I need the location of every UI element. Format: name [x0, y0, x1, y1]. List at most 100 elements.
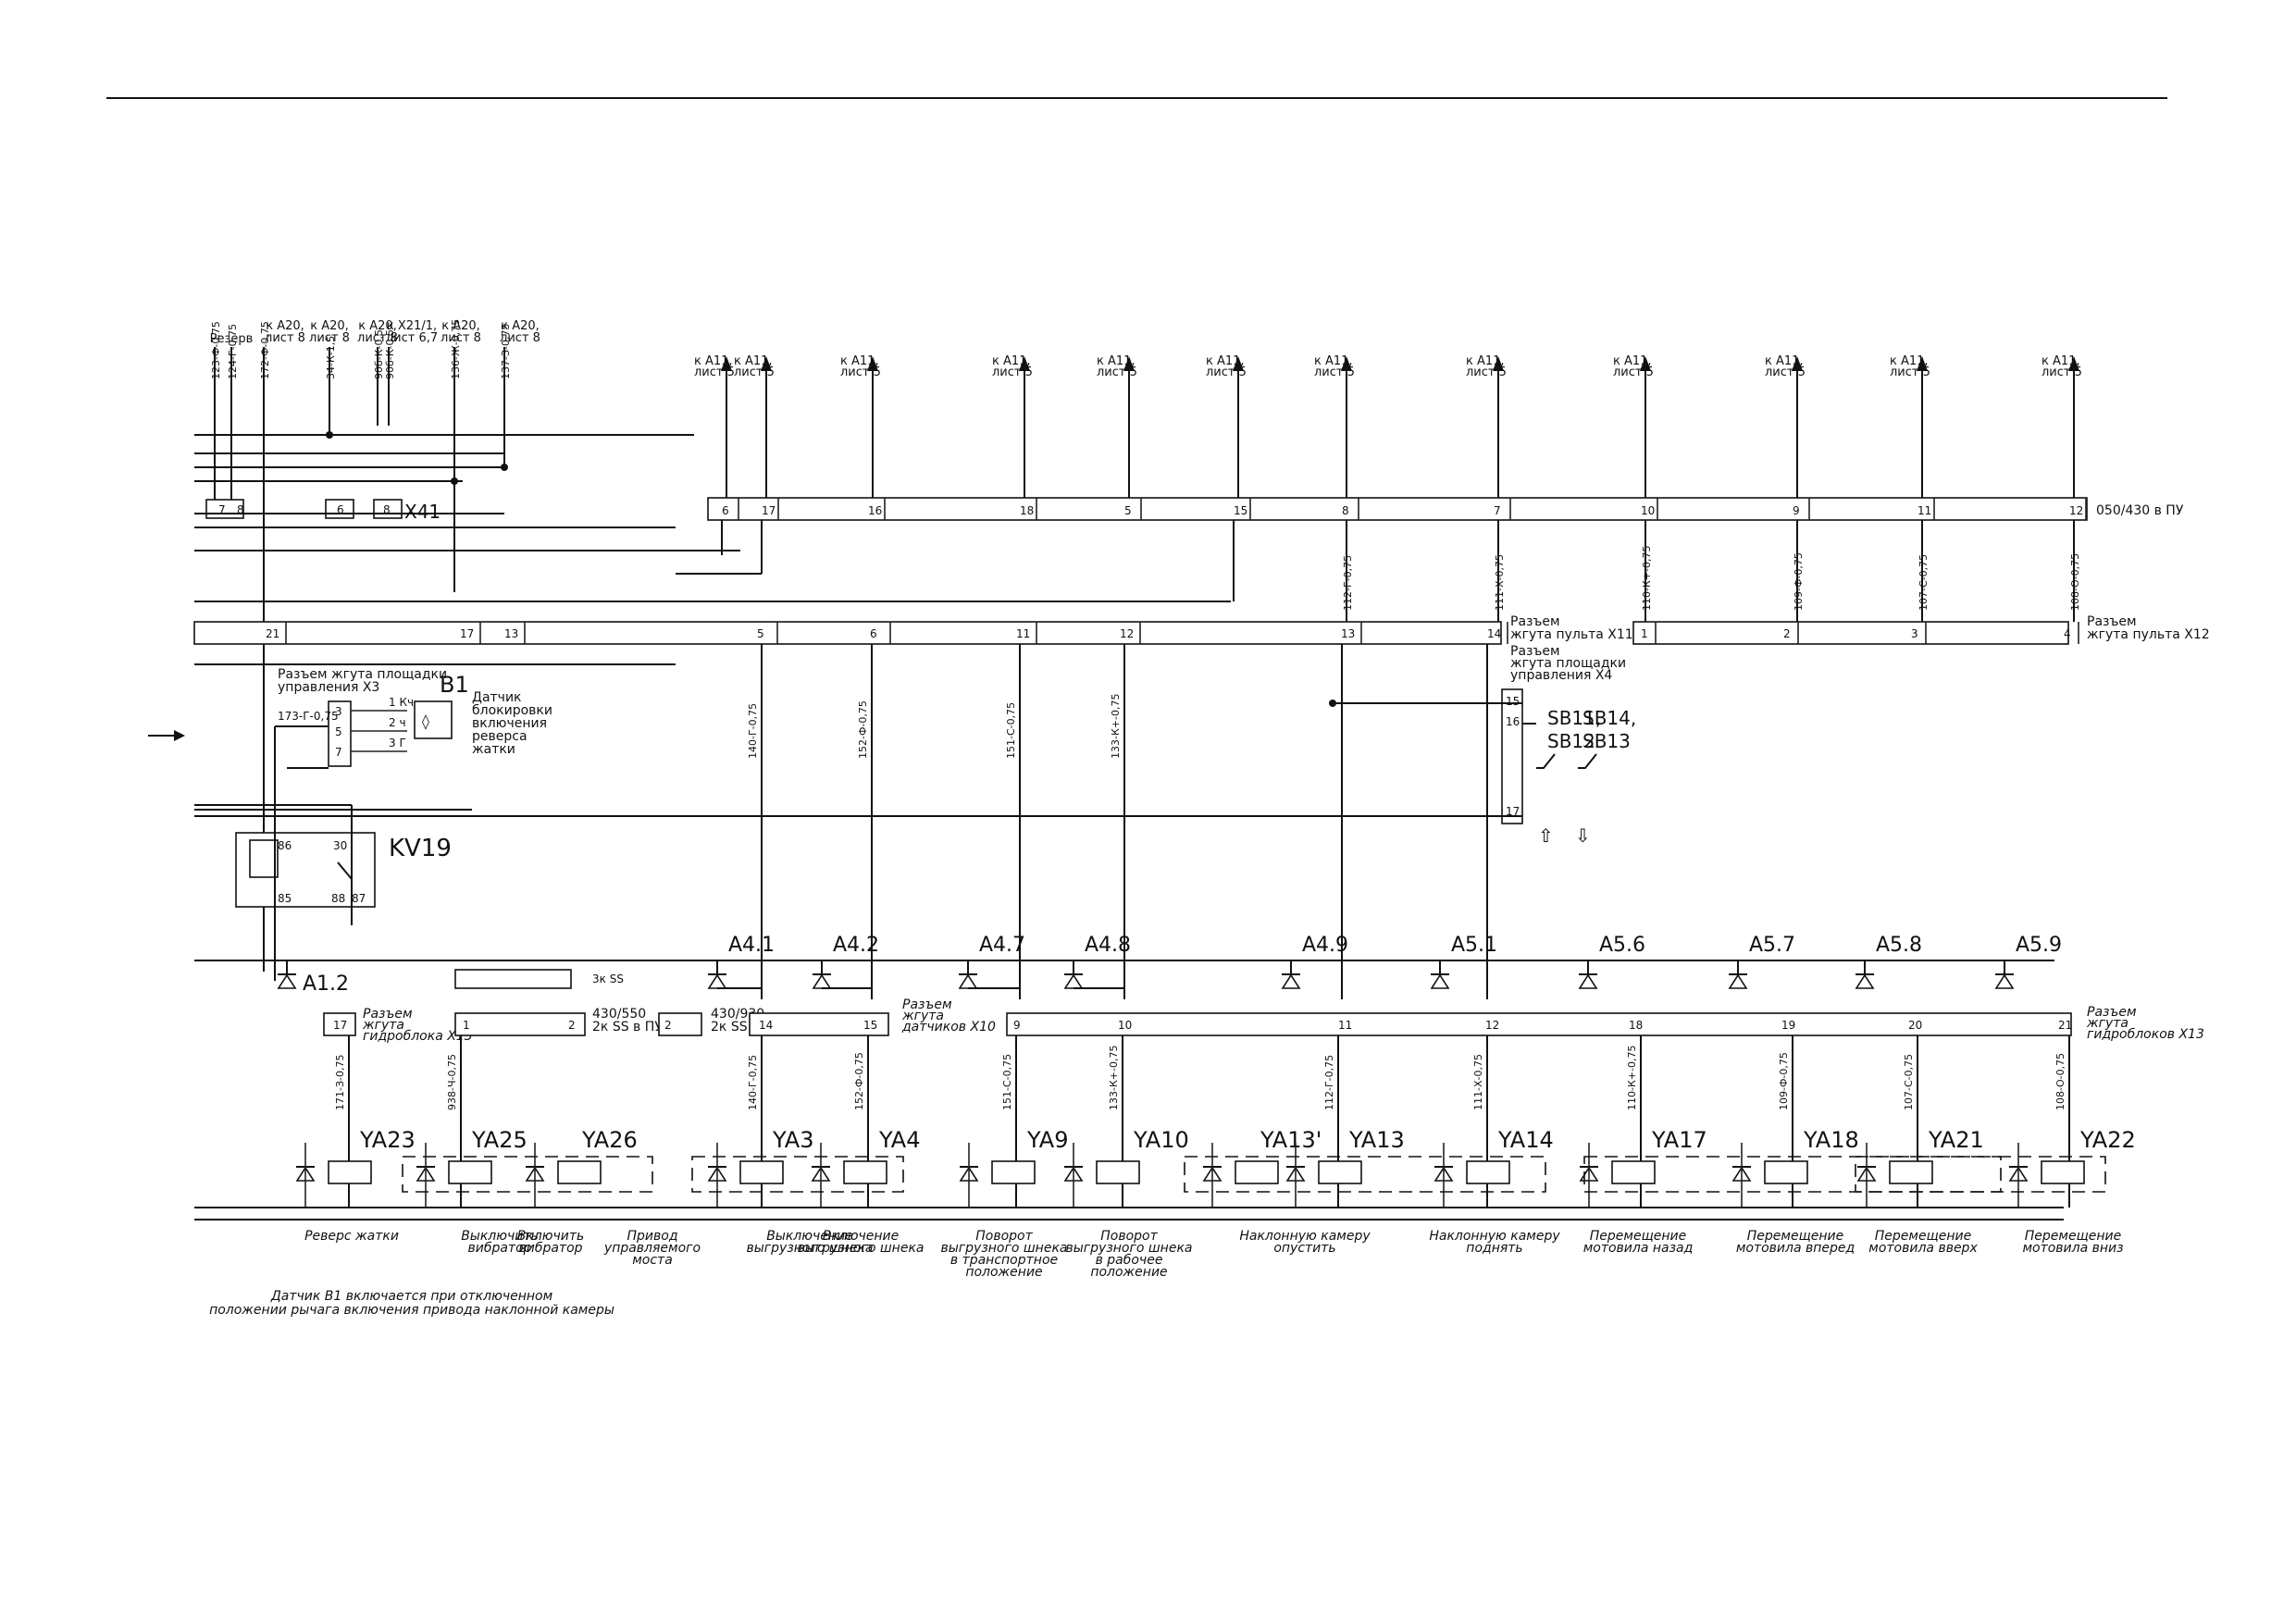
c050-connector: [707, 497, 2088, 521]
bottom-wire-label: 107-С-0,75: [1903, 1054, 1915, 1110]
bottom-wire-label: 110-К+-0,75: [1626, 1046, 1638, 1110]
sensor-symbol: ◊: [422, 712, 429, 730]
x12-pin: 4: [2064, 627, 2071, 640]
valve-caption: мотовила назад: [1583, 1241, 1694, 1256]
a11-label: лист 5: [1890, 365, 1930, 379]
module-label: А4.9: [1302, 934, 1348, 957]
x41-pin: 7: [218, 503, 226, 516]
valve-caption: вибратор: [467, 1241, 531, 1256]
valve-caption: Поворот: [1100, 1229, 1158, 1244]
x13-pin: 9: [1013, 1019, 1021, 1032]
x13-pin: 19: [1781, 1019, 1795, 1032]
valve-label: YA10: [1133, 1127, 1189, 1153]
valve-caption: мотовила вверх: [1868, 1241, 1978, 1256]
x13a-pin: 17: [333, 1019, 347, 1032]
bottom-wire-label: 152-Ф-0,75: [853, 1052, 865, 1110]
switch-symbol: [1578, 753, 1597, 769]
x10-pin: 15: [863, 1019, 877, 1032]
valve-coil: [991, 1160, 1036, 1184]
footnote: положении рычага включения привода накло…: [209, 1303, 614, 1318]
valve-coil: [448, 1160, 492, 1184]
valve-label: YA13: [1348, 1127, 1405, 1153]
a11-arrow-9-head: [1792, 356, 1803, 371]
k3ss-label: 3к SS: [592, 973, 624, 985]
a11-label: лист 5: [694, 365, 735, 379]
relay-pin: 87: [352, 892, 366, 905]
x3-pin: 3: [335, 705, 342, 718]
module-label: А4.8: [1085, 934, 1131, 957]
valve-label: YA13': [1260, 1127, 1322, 1153]
a11-label: лист 5: [2042, 365, 2082, 379]
a11-arrow-3-head: [1019, 356, 1030, 371]
x13a-label: Разъем: [363, 1007, 413, 1022]
sensor-description: включения: [472, 716, 547, 731]
group-label: к А20,: [310, 319, 349, 333]
valve-label: YA14: [1497, 1127, 1554, 1153]
x13-pin: 21: [2058, 1019, 2072, 1032]
valve-caption: Перемещение: [2025, 1229, 2121, 1244]
sensor-description: жатки: [472, 742, 515, 757]
sensor-pin: 2 ч: [389, 716, 406, 729]
x13a-label: жгута: [362, 1018, 404, 1033]
x11-pin: 14: [1487, 627, 1501, 640]
a11-label: к А11,: [1466, 354, 1505, 368]
module-diode: [1994, 973, 2015, 989]
x11-wire-label: 133-К+-0,75: [1110, 694, 1122, 759]
c050-pin: 9: [1793, 504, 1800, 517]
group-label: к А20,: [358, 319, 397, 333]
valve-caption: Перемещение: [1747, 1229, 1843, 1244]
a11-label: к А11,: [694, 354, 733, 368]
footnote: Датчик В1 включается при отключенном: [270, 1289, 553, 1304]
x13-label: гидроблоков Х13: [2087, 1027, 2204, 1042]
valve-caption: опустить: [1273, 1241, 1335, 1256]
bottom-wire-label: 108-О-0,75: [2054, 1053, 2066, 1110]
valve-caption: Перемещение: [1590, 1229, 1686, 1244]
module-diode: [1728, 973, 1748, 989]
top-wire-label: 90б-К-0,5: [384, 329, 396, 379]
valve-coil: [557, 1160, 602, 1184]
valve-caption: выгрузного шнека: [798, 1241, 925, 1256]
relay-pin: 30: [333, 839, 347, 852]
c430b-pin: 2: [664, 1019, 672, 1032]
x4-pin: 17: [1506, 805, 1520, 818]
valve-coil: [739, 1160, 784, 1184]
x4-pin: 16: [1506, 715, 1520, 728]
x13a-connector: [323, 1012, 356, 1036]
arrow-up-icon: ⇧: [1538, 824, 1554, 847]
x12-label: жгута пульта Х12: [2087, 627, 2210, 642]
c430-pin: 1: [463, 1019, 470, 1032]
a11-arrow-4-head: [1123, 356, 1135, 371]
switch-sb13: SB13: [1582, 730, 1631, 752]
a11-label: лист 5: [1097, 365, 1137, 379]
x13-pin: 10: [1118, 1019, 1132, 1032]
x3-label: управления Х3: [278, 680, 379, 695]
a11-arrow-2-head: [867, 356, 878, 371]
sensor-wire-label: 173-Г-0,75: [278, 710, 339, 723]
c050-label: 050/430 в ПУ: [2096, 503, 2184, 518]
group-label: лист 8: [265, 331, 305, 345]
arrow-down-icon: ⇩: [1575, 824, 1591, 847]
a11-label: к А11,: [1206, 354, 1245, 368]
group-label: лист 8: [500, 331, 540, 345]
group-label: к А20,: [441, 319, 480, 333]
sensor-description: реверса: [472, 729, 527, 744]
c050-pin: 8: [1342, 504, 1349, 517]
valve-label: YA3: [772, 1127, 813, 1153]
x3-pin: 7: [335, 746, 342, 759]
x10-connector: [749, 1012, 889, 1036]
valve-coil: [1611, 1160, 1656, 1184]
module-diode: [812, 973, 832, 989]
x13-label: жгута: [2086, 1016, 2128, 1031]
valve-coil: [1889, 1160, 1933, 1184]
x11-connector: [193, 621, 1502, 645]
x11-wire-label: 152-Ф-0,75: [857, 700, 869, 759]
valve-label: YA25: [471, 1127, 527, 1153]
a11-label: к А11,: [1314, 354, 1353, 368]
a11-label: к А11,: [992, 354, 1031, 368]
x4-label: управления Х4: [1510, 668, 1612, 683]
x4-pin: 15: [1506, 695, 1520, 708]
valve-label: YA17: [1651, 1127, 1707, 1153]
x13-pin: 12: [1485, 1019, 1499, 1032]
a11-label: к А11,: [1613, 354, 1652, 368]
valve-caption: Перемещение: [1875, 1229, 1971, 1244]
